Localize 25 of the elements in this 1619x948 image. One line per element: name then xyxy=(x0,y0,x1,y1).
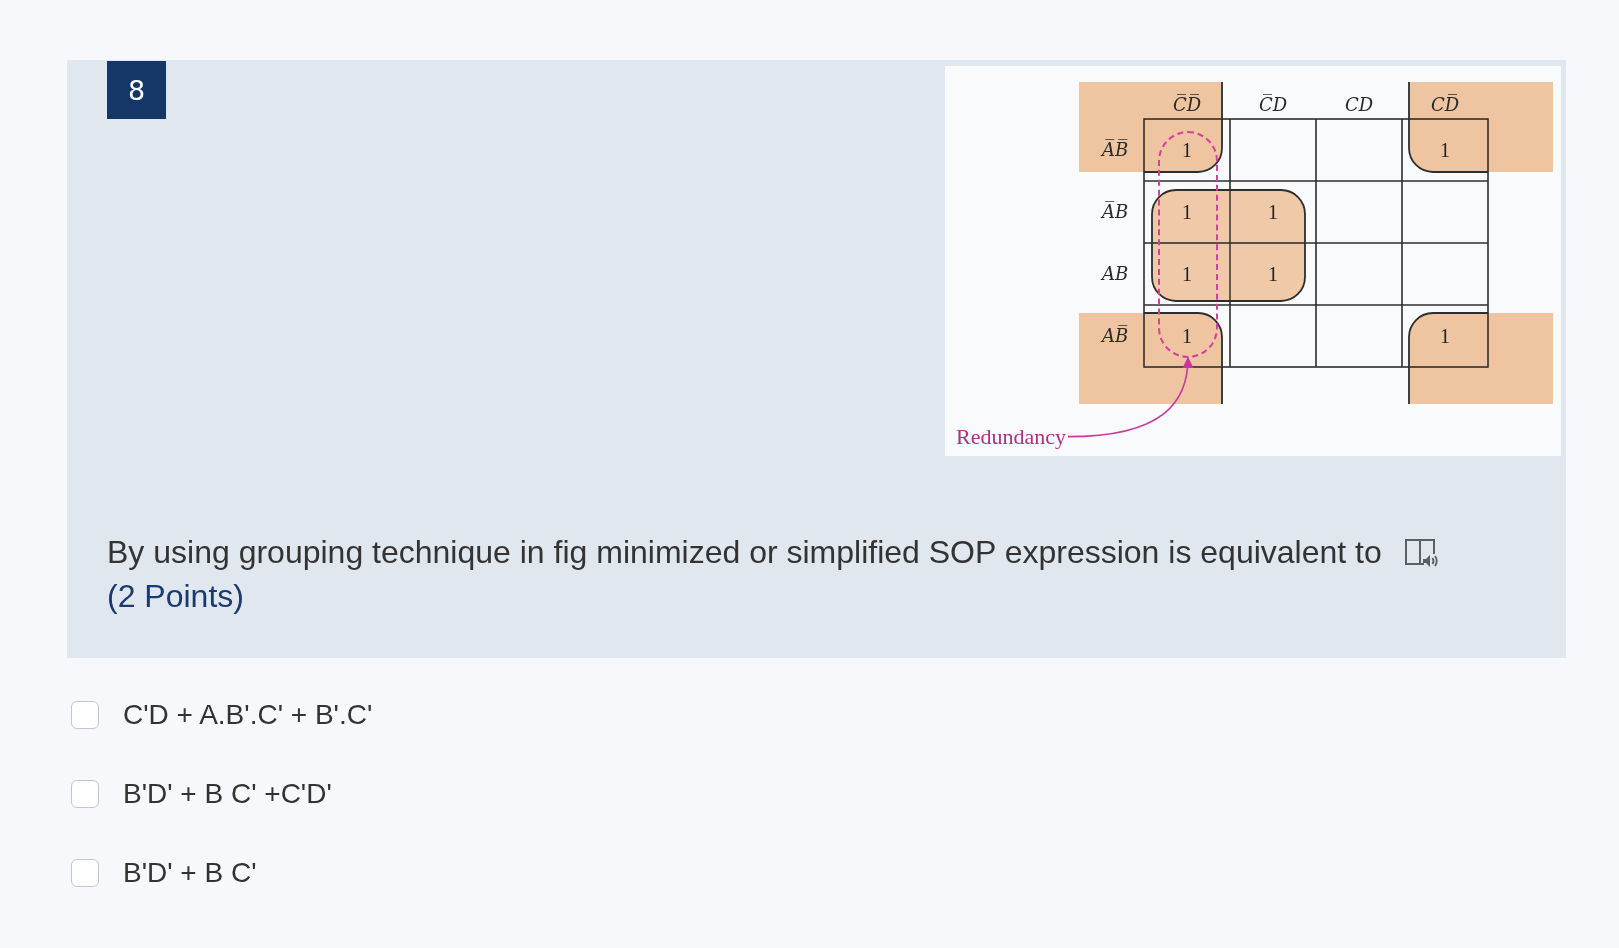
option-text: B'D' + B C' xyxy=(123,856,257,890)
cell-value: 1 xyxy=(1182,262,1192,287)
row-header: A̅B xyxy=(1101,200,1129,224)
annotation-text: Redundancy xyxy=(956,424,1066,450)
cell-value: 1 xyxy=(1268,262,1278,287)
question-text: By using grouping technique in fig minimized or simplified SOP expression is equivalent to xyxy=(107,533,1382,572)
row-header: AB xyxy=(1101,262,1129,286)
cell-value: 1 xyxy=(1440,138,1450,163)
cell-value: 1 xyxy=(1182,138,1192,163)
row-header: AB̅ xyxy=(1101,324,1129,348)
column-header: C̅D̅ xyxy=(1172,93,1202,117)
points-label: (2 Points) xyxy=(107,577,244,616)
option-text: B'D' + B C' +C'D' xyxy=(123,777,332,811)
cell-value: 1 xyxy=(1268,200,1278,225)
column-header: C̅D xyxy=(1258,93,1288,117)
cell-value: 1 xyxy=(1182,200,1192,225)
column-header: CD̅ xyxy=(1430,93,1460,117)
dashed-group-loop xyxy=(1158,131,1218,358)
row-header: A̅B̅ xyxy=(1101,138,1129,162)
question-number: 8 xyxy=(107,61,166,119)
cell-value: 1 xyxy=(1440,324,1450,349)
leader-arrow xyxy=(1067,356,1194,438)
column-header: CD xyxy=(1344,93,1374,117)
cell-value: 1 xyxy=(1182,324,1192,349)
option-text: C'D + A.B'.C' + B'.C' xyxy=(123,698,373,732)
